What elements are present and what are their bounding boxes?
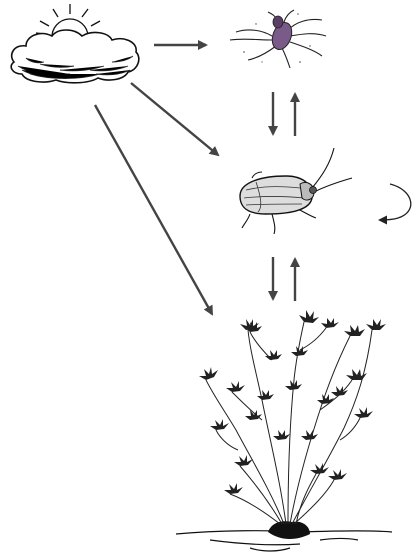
spider-mite-icon	[230, 10, 326, 68]
self-loop-arrow	[380, 184, 411, 220]
herbaceous-plant-icon	[176, 310, 392, 551]
sun-behind-cloud-icon	[11, 4, 139, 83]
cloud-icon	[11, 30, 139, 83]
arrow-sun-to-beetle	[131, 83, 218, 155]
leaf-beetle-icon	[240, 148, 411, 234]
